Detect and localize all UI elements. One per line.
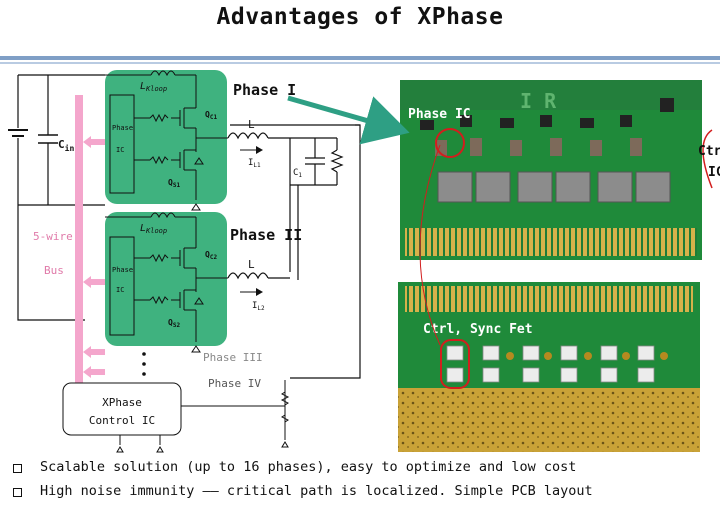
phase-board-photo: I R Phase IC (400, 80, 720, 260)
il1-label: I (248, 158, 253, 168)
svg-text:Cin: Cin (58, 138, 74, 153)
cin-label: C (58, 138, 65, 151)
bus-arrows (83, 136, 105, 378)
bus-label-1: 5-wire (33, 230, 73, 243)
lkloop-1-label: L (140, 81, 146, 92)
phase-2-ic-label-2: IC (116, 286, 124, 294)
phase-2-ic-label-1: Phase (112, 266, 133, 274)
svg-text:QS1: QS1 (168, 178, 180, 189)
phase-1-internals (105, 70, 228, 200)
phase-1-ic-label-1: Phase (112, 124, 133, 132)
control-ic-label-1: XPhase (102, 396, 142, 409)
svg-text:QC2: QC2 (205, 250, 217, 261)
bullet-list: Scalable solution (up to 16 phases), eas… (10, 459, 710, 507)
control-ic-ground-icon (116, 446, 124, 453)
inductor-1-icon (227, 132, 337, 140)
bullet-square-icon (13, 464, 22, 473)
more-phases-dots (142, 352, 146, 376)
phase-1-label: Phase I (233, 81, 296, 99)
qs2-label: Q (168, 318, 173, 327)
phase-1-diode-icon (194, 157, 204, 165)
phase-3-label: Phase III (203, 351, 263, 364)
bullet-item: Scalable solution (up to 16 phases), eas… (10, 459, 710, 483)
title-rule (0, 56, 720, 60)
ctrl-sync-fet-highlight (440, 339, 470, 389)
svg-text:QS2: QS2 (168, 318, 180, 329)
phase-1-to-photo-arrow (287, 95, 410, 145)
svg-text:LKloop: LKloop (140, 223, 167, 235)
il2-label: I (252, 301, 257, 311)
phase-4-label: Phase IV (208, 377, 261, 390)
c1-label: C (293, 168, 298, 178)
input-rails (17, 74, 105, 321)
svg-text:LKloop: LKloop (140, 81, 167, 93)
control-ic-wiring (119, 380, 290, 445)
svg-text:QC1: QC1 (205, 110, 217, 121)
phase-2-label: Phase II (230, 226, 302, 244)
bus-bar (75, 95, 83, 385)
qs1-label: Q (168, 178, 173, 187)
title-rule-thin (0, 62, 720, 64)
control-ic-box (62, 382, 182, 436)
page-title: Advantages of XPhase (216, 4, 504, 30)
photo-phase-ic-label: Phase IC (408, 107, 471, 122)
phase-2-diode-icon (194, 297, 204, 305)
output-network (230, 124, 361, 379)
qc2-label: Q (205, 250, 210, 259)
inductor-2-label: L (248, 258, 255, 271)
phase-2-internals (105, 212, 228, 342)
svg-text:IL1: IL1 (248, 158, 261, 169)
bullet-square-icon (13, 488, 22, 497)
cin-capacitor-icon (38, 134, 58, 144)
lkloop-2-label: L (140, 223, 146, 234)
svg-text:C1: C1 (293, 168, 302, 179)
phase-1-ground-icon (191, 203, 201, 211)
phase-2-ground-icon (191, 345, 201, 353)
control-ic-label-2: Control IC (89, 414, 155, 427)
phase-1-ic-label-2: IC (116, 146, 124, 154)
photo-ctrl-sync-label: Ctrl, Sync Fet (423, 322, 533, 337)
sync-fet-board-photo: Ctrl, Sync Fet (398, 282, 700, 452)
cutoff-label-2: IC (708, 165, 720, 180)
bus-label-2: Bus (44, 264, 64, 277)
battery-icon (8, 129, 28, 137)
inductor-2-icon (227, 272, 290, 280)
svg-text:I R: I R (520, 89, 557, 113)
phase-1-ic (109, 94, 135, 194)
svg-text:IL2: IL2 (252, 301, 265, 312)
phase-ic-highlight (435, 128, 465, 158)
qc1-label: Q (205, 110, 210, 119)
cutoff-label-1: Ctr (698, 144, 720, 159)
bullet-item: High noise immunity —— critical path is … (10, 483, 710, 507)
phase-2-ic (109, 236, 135, 336)
highlight-connector (419, 144, 441, 346)
